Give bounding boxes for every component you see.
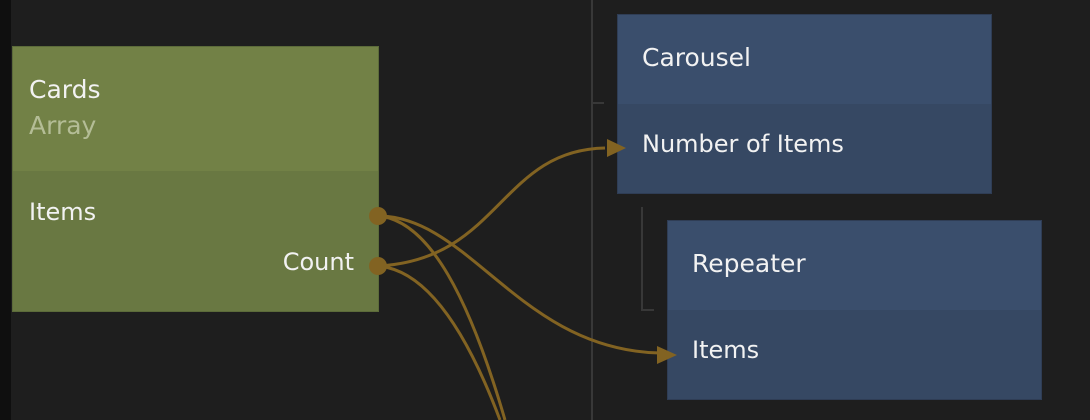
- wire-count-to-carousel[interactable]: [377, 146, 606, 268]
- output-port-items[interactable]: Items: [29, 198, 97, 226]
- output-port-count[interactable]: Count: [282, 248, 354, 276]
- node-ports: Number of Items: [618, 104, 991, 193]
- repeater-node[interactable]: Repeater Items: [667, 220, 1042, 400]
- node-title: Cards: [29, 75, 101, 104]
- hierarchy-bracket: [641, 207, 654, 311]
- node-header: Repeater: [668, 221, 1041, 310]
- node-header: Cards Array: [13, 47, 378, 171]
- node-type: Array: [29, 111, 97, 140]
- node-title: Repeater: [692, 249, 806, 278]
- input-port-number-of-items[interactable]: Number of Items: [642, 130, 844, 158]
- arrow-icon: [657, 346, 677, 364]
- node-header: Carousel: [618, 15, 991, 104]
- port-dot-count[interactable]: [369, 257, 387, 275]
- node-title: Carousel: [642, 43, 751, 72]
- hierarchy-line: [591, 0, 593, 420]
- left-panel-edge: [0, 0, 11, 420]
- arrow-icon: [607, 139, 626, 157]
- node-ports: Items Count: [13, 171, 378, 311]
- wire-items-offscreen[interactable]: [377, 214, 507, 420]
- input-port-items[interactable]: Items: [692, 336, 760, 364]
- port-dot-items[interactable]: [369, 207, 387, 225]
- wire-items-to-repeater[interactable]: [377, 214, 661, 355]
- node-ports: Items: [668, 310, 1041, 399]
- cards-array-node[interactable]: Cards Array Items Count: [12, 46, 379, 312]
- carousel-node[interactable]: Carousel Number of Items: [617, 14, 992, 194]
- wire-count-offscreen[interactable]: [377, 264, 502, 420]
